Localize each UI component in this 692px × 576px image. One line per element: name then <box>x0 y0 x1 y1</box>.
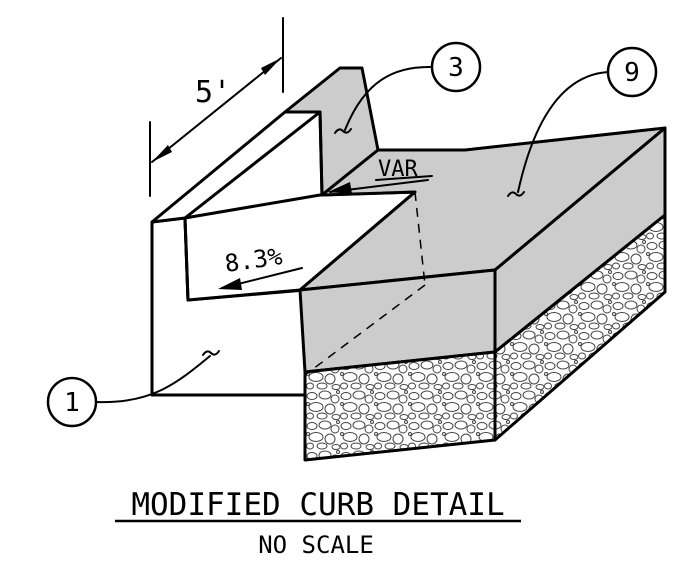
material-mark-endface <box>202 350 220 356</box>
callout-9-leader <box>517 71 609 193</box>
callout-1-leader <box>95 355 211 404</box>
dimension-length-label: 5' <box>195 75 231 110</box>
base-front-face <box>303 350 497 462</box>
callout-3-number: 3 <box>448 53 464 83</box>
dim-arrow-right <box>261 58 281 75</box>
var-underline <box>375 175 433 181</box>
slope-arrow-head <box>218 278 242 290</box>
dim-arrow-left <box>152 145 172 162</box>
hidden-edge-diagonal <box>304 284 426 376</box>
curb-back-edge <box>318 110 324 197</box>
curb-inner-edge <box>183 216 190 302</box>
callout-3-leader <box>344 65 433 131</box>
drawing-title: MODIFIED CURB DETAIL <box>131 487 504 523</box>
dim-line-length <box>151 57 282 163</box>
var-arrow-head <box>328 182 352 194</box>
callout-1-number: 1 <box>64 388 80 418</box>
drawing-subtitle: NO SCALE <box>258 531 374 559</box>
base-side-face <box>493 213 667 442</box>
material-mark-curb <box>334 128 352 134</box>
callout-9-number: 9 <box>624 58 640 88</box>
material-mark-slab <box>507 191 525 197</box>
